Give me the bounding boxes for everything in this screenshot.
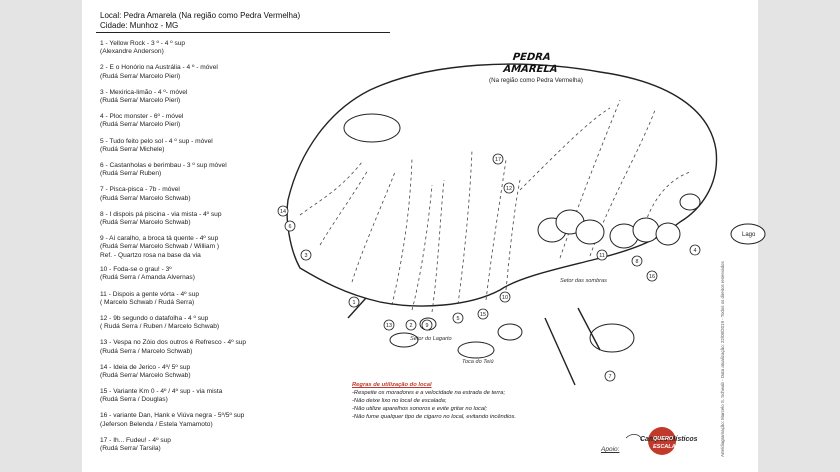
boulder-shape: [680, 194, 700, 210]
fence-post: [545, 318, 575, 385]
lake-label: Lago: [742, 232, 756, 238]
marker-number: 17: [495, 157, 501, 163]
route-line: [520, 108, 610, 190]
route-line: [352, 172, 395, 282]
route-line: [412, 185, 432, 310]
brand-line2: ESCALAR: [653, 443, 671, 451]
boulder-shape: [633, 218, 659, 242]
boulder-shape: [590, 324, 634, 352]
marker-number: 9: [426, 323, 429, 329]
sector-sombras-label: Setor das sombras: [560, 278, 607, 284]
marker-number: 8: [636, 259, 639, 265]
marker-number: 14: [280, 209, 286, 215]
boulder-shape: [656, 223, 680, 245]
credits-vertical: Arte/diagramação: Marcelo S. Schwab - Da…: [720, 261, 725, 457]
marker-number: 5: [457, 316, 460, 322]
route-line: [506, 180, 520, 290]
map-title: PEDRA AMARELA: [480, 52, 583, 76]
marker-number: 7: [609, 374, 612, 380]
route-line: [392, 158, 412, 305]
route-line: [486, 160, 506, 300]
marker-number: 1: [353, 300, 356, 306]
boulder-shape: [498, 324, 522, 340]
toca-teiu-label: Toca do Teiú: [462, 359, 494, 365]
route-line: [432, 180, 444, 312]
marker-number: 3: [305, 253, 308, 259]
map-subtitle: (Na região como Pedra Vermelha): [436, 77, 636, 84]
usage-rules: Regras de utilização do local -Respeite …: [352, 381, 612, 421]
quero-escalar-text: QUERO ESCALAR: [653, 435, 671, 451]
marker-number: 12: [506, 186, 512, 192]
rule-item: -Não deixe lixo no local de escalada;: [352, 397, 612, 405]
marker-number: 2: [410, 323, 413, 329]
boulder-shape: [458, 342, 494, 358]
rules-title: Regras de utilização do local: [352, 381, 612, 389]
marker-number: 6: [289, 224, 292, 230]
marker-number: 10: [502, 295, 508, 301]
route-line: [300, 162, 362, 215]
map-title-line1: PEDRA: [481, 52, 582, 64]
brand-line1: QUERO: [653, 435, 671, 443]
marker-number: 16: [649, 274, 655, 280]
rule-item: -Não fume qualquer tipo de cigarro no lo…: [352, 413, 612, 421]
rule-item: -Respeite os moradores e a velocidade na…: [352, 389, 612, 397]
rule-item: -Não utilize aparelhos sonoros e evite g…: [352, 405, 612, 413]
sector-lagarto-label: Setor do Lagarto: [410, 336, 452, 342]
boulder-shape: [576, 220, 604, 244]
marker-number: 11: [599, 253, 605, 259]
apoio-label: Apoio:: [601, 446, 619, 453]
marker-number: 4: [694, 248, 697, 254]
marker-number: 13: [386, 323, 392, 329]
route-line: [458, 150, 472, 304]
boulder-shape: [344, 114, 400, 142]
marker-number: 15: [480, 312, 486, 318]
map-title-line2: AMARELA: [480, 64, 581, 76]
